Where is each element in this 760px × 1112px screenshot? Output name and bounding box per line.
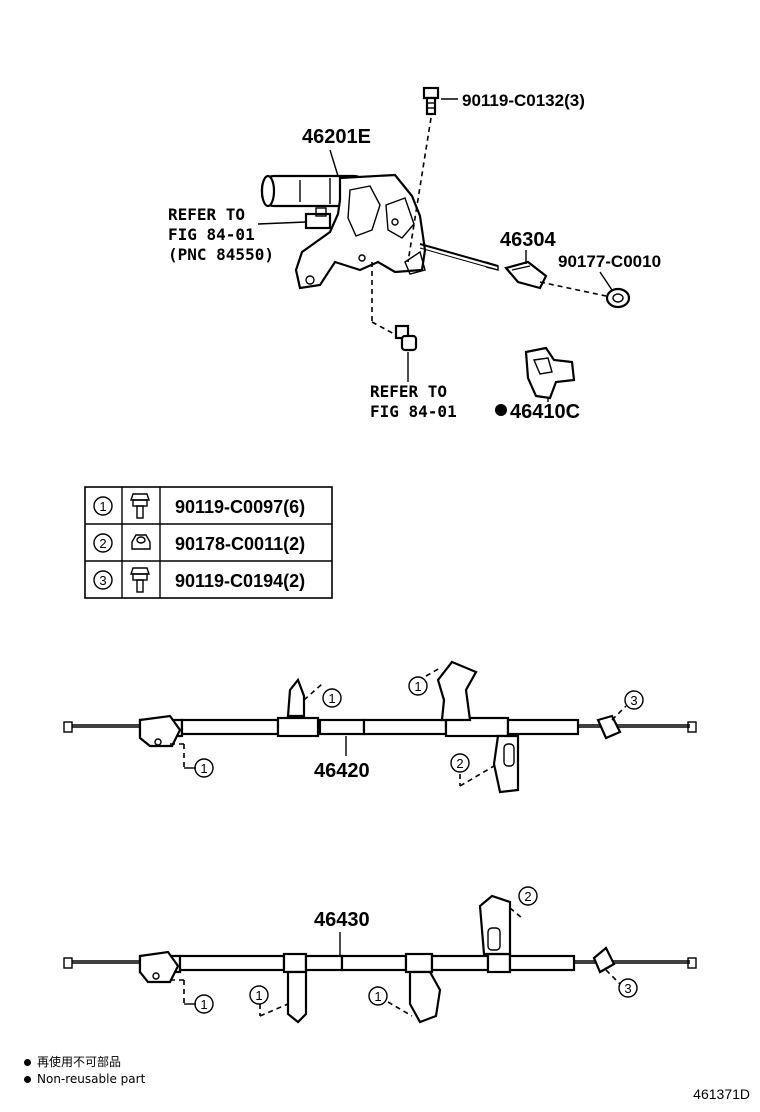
callout-1-f	[368, 986, 388, 1006]
fastener-table: 1 90119-C0097(6) 2 90178-C0011(2) 3 9011…	[84, 486, 333, 599]
callout-1-e-text: 1	[255, 988, 262, 1003]
cable-46430	[63, 894, 697, 1024]
callout-3-b	[618, 978, 638, 998]
callout-1-a-text: 1	[200, 761, 207, 776]
callout-1-d-text: 1	[200, 997, 207, 1012]
table-row1-callout	[93, 496, 113, 516]
callout-3-a-text: 3	[630, 693, 637, 708]
ref2-line2: FIG 84-01	[370, 402, 457, 421]
label-46201e: 46201E	[302, 126, 371, 148]
callout-1-b-text: 1	[328, 691, 335, 706]
callout-2-b	[518, 886, 538, 906]
nut-icon	[605, 287, 631, 309]
table-row2-part: 90178-C0011(2)	[175, 534, 305, 554]
bolt-lower-icon	[394, 324, 418, 352]
bullet-icon	[24, 1059, 31, 1066]
table-row3-callout	[93, 570, 113, 590]
label-46420: 46420	[314, 760, 370, 782]
callout-2-a	[450, 753, 470, 773]
callout-1-a	[194, 758, 214, 778]
clip-46410c-icon	[524, 346, 576, 400]
legend-jp-text: 再使用不可部品	[37, 1055, 122, 1069]
callout-2-a-text: 2	[456, 756, 463, 771]
label-bolt-top: 90119-C0132(3)	[462, 91, 585, 110]
bolt-top-icon	[422, 86, 440, 116]
legend: 再使用不可部品 Non-reusable part	[24, 1054, 145, 1088]
non-reusable-bullet-icon	[495, 404, 507, 416]
callout-3-a	[624, 690, 644, 710]
callout-1-d	[194, 994, 214, 1014]
ref2-line1: REFER TO	[370, 382, 447, 401]
bullet-icon	[24, 1076, 31, 1083]
bolt-icon	[130, 493, 150, 519]
parking-brake-lever-assembly	[257, 173, 499, 290]
legend-row-jp: 再使用不可部品	[24, 1054, 145, 1071]
callout-1-f-text: 1	[374, 989, 381, 1004]
label-nut-90177: 90177-C0010	[558, 252, 661, 271]
ref1-line2: FIG 84-01	[168, 225, 255, 244]
table-row1-num: 1	[99, 499, 106, 514]
legend-row-en: Non-reusable part	[24, 1071, 145, 1088]
label-46410c: 46410C	[510, 401, 580, 423]
callout-1-e	[249, 985, 269, 1005]
callout-2-b-text: 2	[524, 889, 531, 904]
callout-1-c-text: 1	[414, 679, 421, 694]
bolt-icon	[130, 567, 150, 593]
table-row1-part: 90119-C0097(6)	[175, 497, 305, 517]
adjuster-46304-icon	[504, 260, 548, 290]
ref1-line3: (PNC 84550)	[168, 245, 274, 264]
nut-icon	[131, 534, 151, 550]
callout-3-b-text: 3	[624, 981, 631, 996]
cable-46420	[63, 660, 697, 794]
callout-1-b	[322, 688, 342, 708]
callout-1-c	[408, 676, 428, 696]
ref1-line1: REFER TO	[168, 205, 245, 224]
table-row3-num: 3	[99, 573, 106, 588]
legend-en-text: Non-reusable part	[37, 1072, 146, 1086]
figure-id: 461371D	[693, 1086, 750, 1102]
table-row2-num: 2	[99, 536, 106, 551]
label-46430: 46430	[314, 909, 370, 931]
table-row2-callout	[93, 533, 113, 553]
table-row3-part: 90119-C0194(2)	[175, 571, 305, 591]
label-46304: 46304	[500, 229, 556, 251]
